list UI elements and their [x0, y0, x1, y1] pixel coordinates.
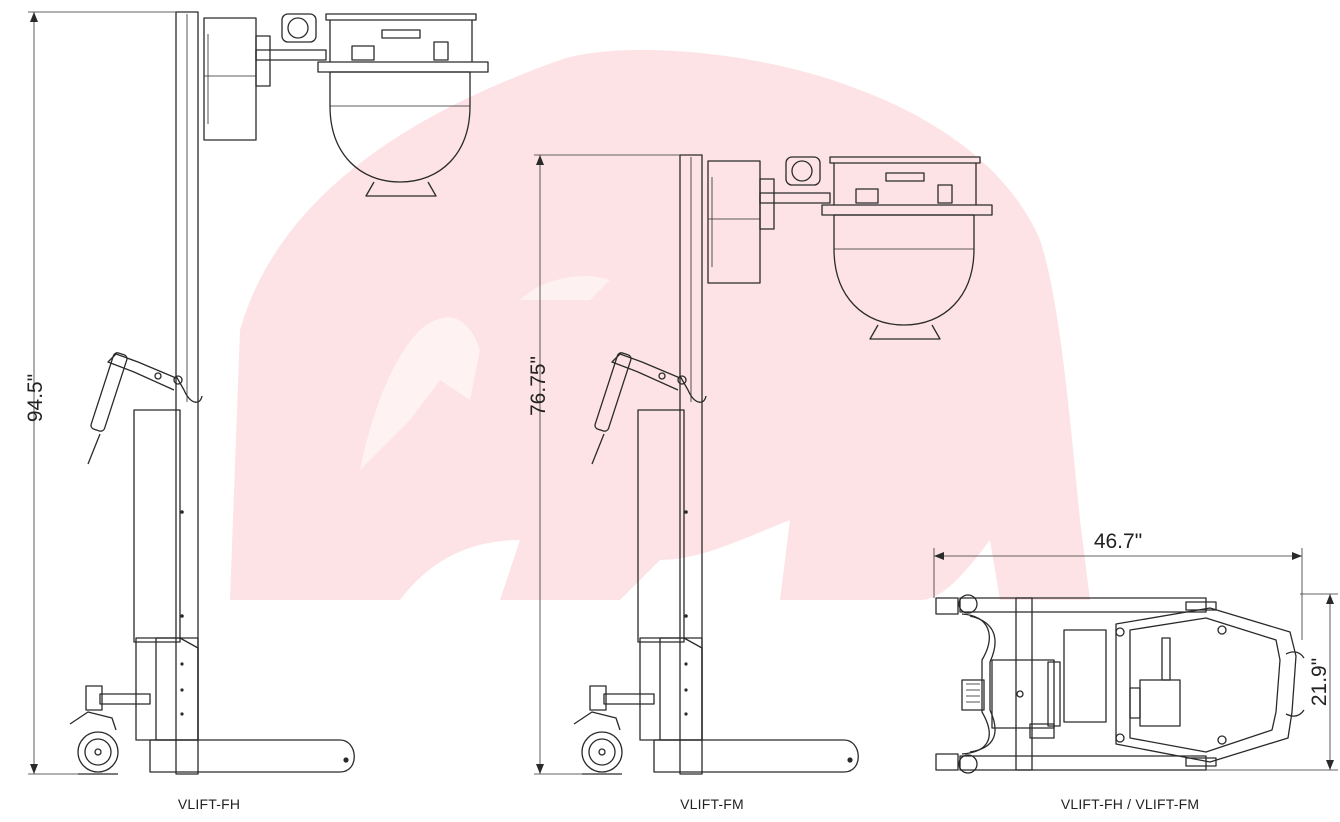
height-label-fh: 94.5"	[24, 374, 47, 422]
vlift-fm-side-view: 76.75"	[527, 154, 993, 775]
length-label: 46.7"	[1094, 530, 1142, 553]
height-dimension-fh: 94.5"	[24, 11, 184, 775]
caption-vlift-fh: VLIFT-FH	[177, 796, 241, 812]
vlift-fh-side-view: 94.5"	[24, 11, 489, 775]
height-dimension-fm: 76.75"	[527, 154, 688, 775]
top-view: 46.7" 21.9"	[933, 530, 1338, 774]
height-label-fm: 76.75"	[527, 356, 550, 416]
caption-top-view: VLIFT-FH / VLIFT-FM	[1060, 796, 1200, 812]
width-dimension: 21.9"	[1200, 593, 1338, 771]
length-dimension: 46.7"	[933, 530, 1303, 640]
width-label: 21.9"	[1308, 658, 1331, 706]
bull-logo-watermark	[230, 50, 1090, 600]
caption-vlift-fm: VLIFT-FM	[680, 796, 744, 812]
